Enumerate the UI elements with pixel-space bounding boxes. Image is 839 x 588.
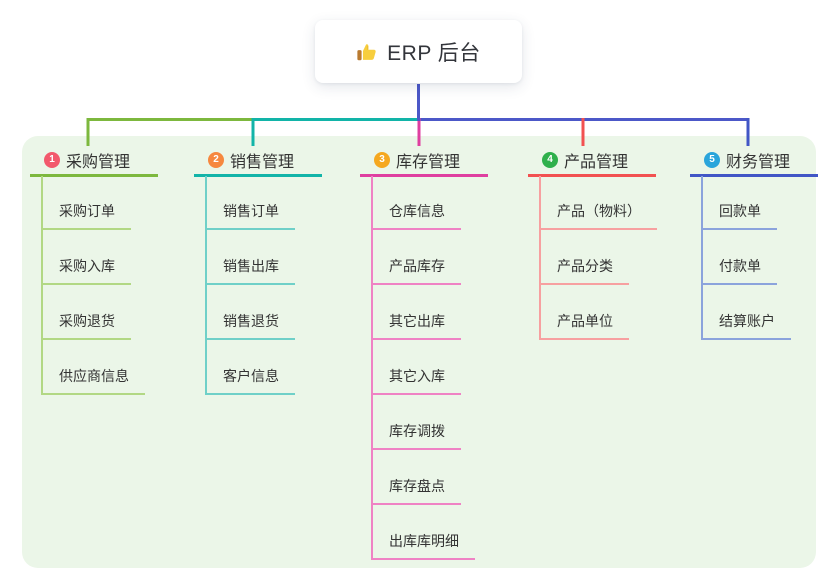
mindmap-item-产品单位[interactable]: 产品单位 — [539, 310, 629, 340]
mindmap-item-供应商信息[interactable]: 供应商信息 — [41, 365, 145, 395]
mindmap-item-产品分类[interactable]: 产品分类 — [539, 255, 629, 285]
branch-spine-line — [41, 176, 43, 395]
mindmap-item-库存调拨[interactable]: 库存调拨 — [371, 420, 461, 450]
branch-spine-line — [539, 176, 541, 340]
mindmap-item-付款单[interactable]: 付款单 — [701, 255, 777, 285]
mindmap-item-采购入库[interactable]: 采购入库 — [41, 255, 131, 285]
branch-number-badge: 3 — [374, 151, 390, 168]
mindmap-item-其它入库[interactable]: 其它入库 — [371, 365, 461, 395]
mindmap-item-销售订单[interactable]: 销售订单 — [205, 200, 295, 230]
branch-label: 销售管理 — [230, 153, 295, 171]
branch-label: 产品管理 — [564, 153, 629, 171]
mindmap-item-出库库明细[interactable]: 出库库明细 — [371, 530, 475, 560]
branch-header-财务管理[interactable]: 5 财务管理 — [690, 147, 818, 177]
branch-spine-line — [371, 176, 373, 560]
branch-header-销售管理[interactable]: 2 销售管理 — [194, 147, 322, 177]
branch-label: 财务管理 — [726, 153, 791, 171]
branch-spine-line — [205, 176, 207, 395]
branches-panel — [22, 136, 816, 568]
mindmap-item-其它出库[interactable]: 其它出库 — [371, 310, 461, 340]
branch-header-采购管理[interactable]: 1 采购管理 — [30, 147, 158, 177]
branch-spine-line — [701, 176, 703, 340]
root-node[interactable]: ERP 后台 — [315, 20, 522, 83]
mindmap-item-销售退货[interactable]: 销售退货 — [205, 310, 295, 340]
mindmap-item-客户信息[interactable]: 客户信息 — [205, 365, 295, 395]
branch-number-badge: 1 — [44, 151, 60, 168]
mindmap-item-仓库信息[interactable]: 仓库信息 — [371, 200, 461, 230]
mindmap-item-采购订单[interactable]: 采购订单 — [41, 200, 131, 230]
branch-label: 库存管理 — [396, 153, 461, 171]
branch-number-badge: 4 — [542, 151, 558, 168]
branch-number-badge: 2 — [208, 151, 224, 168]
mindmap-item-结算账户[interactable]: 结算账户 — [701, 310, 791, 340]
branch-label: 采购管理 — [66, 153, 131, 171]
mindmap-item-采购退货[interactable]: 采购退货 — [41, 310, 131, 340]
mindmap-item-产品（物料）[interactable]: 产品（物料） — [539, 200, 657, 230]
mindmap-item-回款单[interactable]: 回款单 — [701, 200, 777, 230]
mindmap-item-销售出库[interactable]: 销售出库 — [205, 255, 295, 285]
branch-header-产品管理[interactable]: 4 产品管理 — [528, 147, 656, 177]
branch-number-badge: 5 — [704, 151, 720, 168]
mindmap-item-产品库存[interactable]: 产品库存 — [371, 255, 461, 285]
thumbs-up-icon — [357, 43, 376, 60]
branch-header-库存管理[interactable]: 3 库存管理 — [360, 147, 488, 177]
mindmap-item-库存盘点[interactable]: 库存盘点 — [371, 475, 461, 505]
root-label: ERP 后台 — [387, 41, 481, 65]
